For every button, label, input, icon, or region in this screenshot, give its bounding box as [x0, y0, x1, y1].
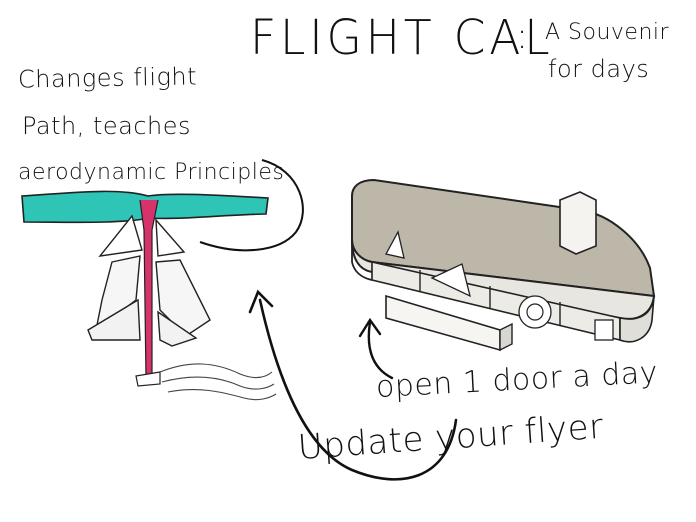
wind-lines	[159, 363, 277, 401]
calendar-box-drawing	[351, 178, 656, 352]
paper-flyer-drawing	[21, 190, 269, 387]
flyer-note-line-1: Changes flight	[17, 62, 198, 94]
page-title: FLIGHT CAL	[250, 10, 554, 66]
subtitle-line-1: A Souvenir	[545, 20, 670, 45]
title-colon: :	[516, 16, 529, 57]
subtitle-line-2: for days	[548, 55, 650, 83]
flyer-note-line-2: Path, teaches	[22, 112, 192, 140]
curved-arrow-to-flyer	[248, 289, 458, 481]
curved-arrow-to-calendar	[358, 317, 394, 380]
flyer-note-line-3: aerodynamic Principles	[18, 160, 285, 185]
note-pointer-line	[199, 159, 304, 252]
